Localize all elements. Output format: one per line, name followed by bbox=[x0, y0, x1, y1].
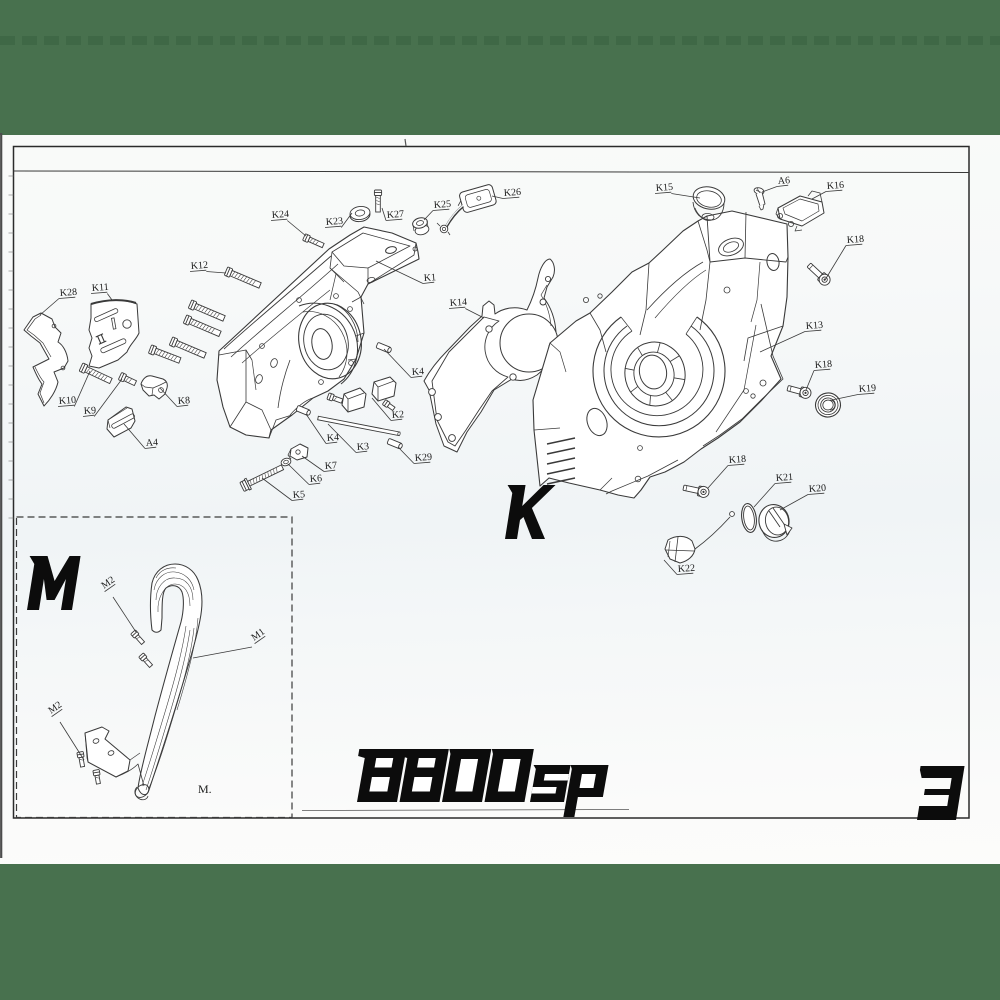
svg-text:K28: K28 bbox=[59, 287, 77, 299]
svg-text:A4: A4 bbox=[145, 437, 158, 449]
svg-text:K5: K5 bbox=[292, 489, 305, 501]
svg-text:K27: K27 bbox=[386, 209, 404, 221]
svg-text:K9: K9 bbox=[83, 405, 96, 417]
svg-text:K4: K4 bbox=[326, 432, 339, 444]
svg-text:K23: K23 bbox=[325, 216, 343, 228]
svg-text:K6: K6 bbox=[309, 473, 322, 485]
svg-text:K24: K24 bbox=[271, 209, 289, 221]
svg-text:K15: K15 bbox=[655, 182, 673, 194]
svg-text:K11: K11 bbox=[91, 282, 109, 294]
svg-text:K7: K7 bbox=[324, 460, 337, 472]
svg-text:K29: K29 bbox=[414, 452, 432, 464]
svg-text:K26: K26 bbox=[503, 187, 521, 199]
svg-text:K10: K10 bbox=[58, 395, 76, 407]
svg-text:K18: K18 bbox=[846, 234, 864, 246]
svg-text:K20: K20 bbox=[808, 483, 826, 495]
svg-text:K19: K19 bbox=[858, 383, 876, 395]
svg-text:A6: A6 bbox=[777, 175, 790, 187]
svg-text:K18: K18 bbox=[814, 359, 832, 371]
svg-text:K14: K14 bbox=[449, 297, 467, 309]
svg-text:K21: K21 bbox=[775, 472, 793, 484]
svg-text:K8: K8 bbox=[177, 395, 190, 407]
svg-text:K22: K22 bbox=[677, 563, 695, 575]
svg-text:K13: K13 bbox=[805, 320, 823, 332]
svg-text:K12: K12 bbox=[190, 260, 208, 272]
svg-text:K3: K3 bbox=[356, 441, 369, 453]
svg-text:K25: K25 bbox=[433, 199, 451, 211]
svg-text:K2: K2 bbox=[391, 409, 404, 421]
svg-text:K16: K16 bbox=[826, 180, 844, 192]
svg-text:K18: K18 bbox=[728, 454, 746, 466]
svg-text:K1: K1 bbox=[423, 272, 436, 284]
svg-text:K4: K4 bbox=[411, 366, 424, 378]
svg-text:M.: M. bbox=[198, 782, 212, 796]
